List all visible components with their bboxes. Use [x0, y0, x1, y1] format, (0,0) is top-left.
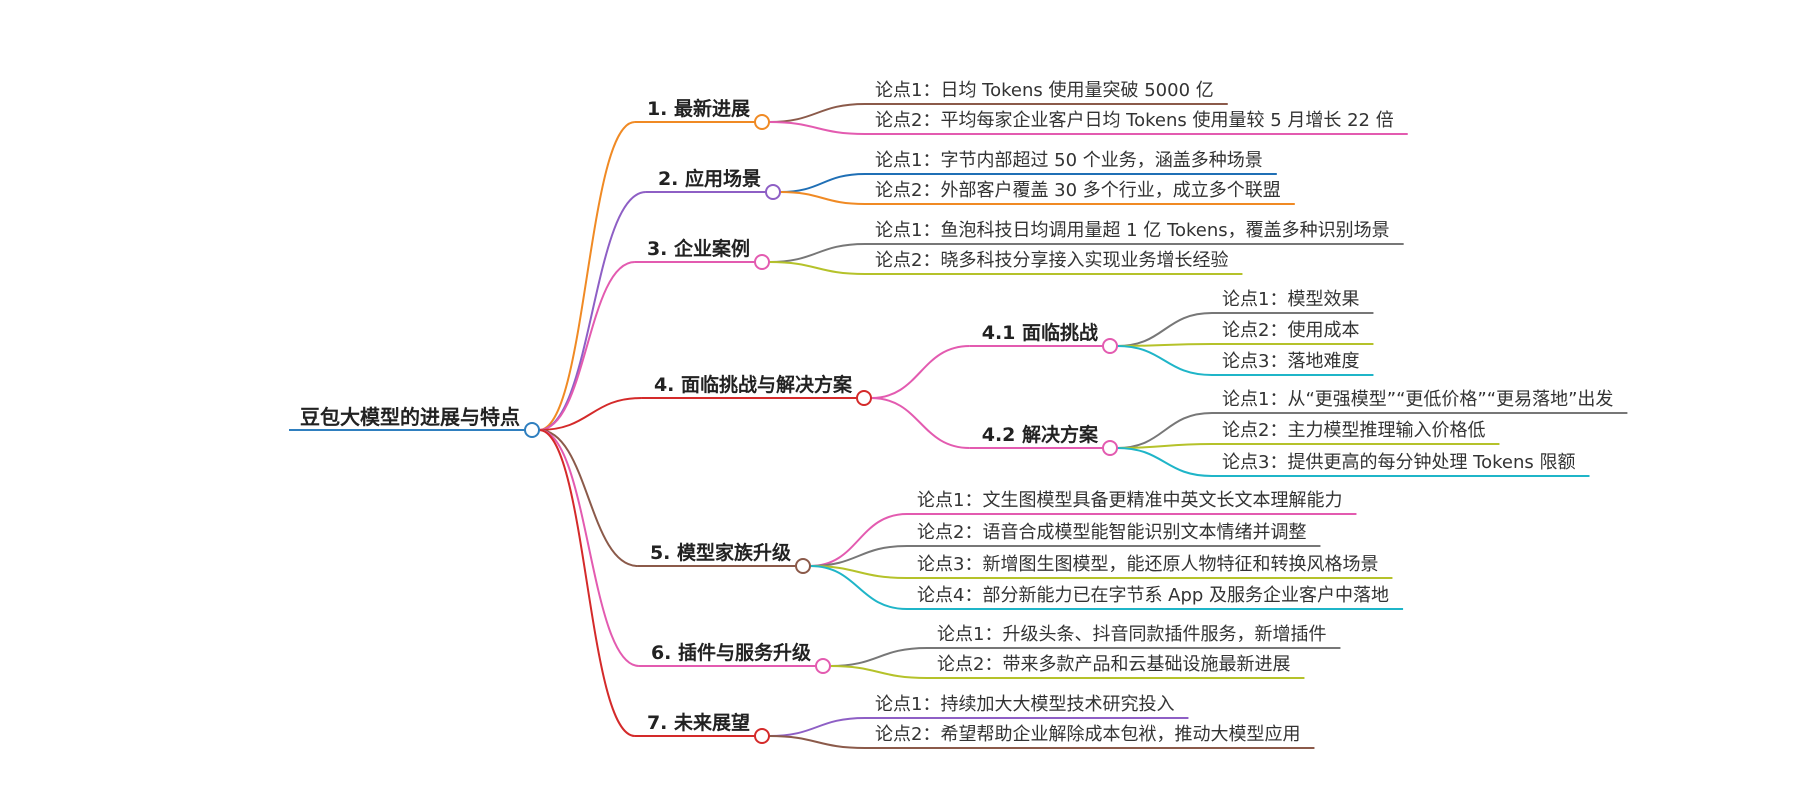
branch-collapse-knob-3[interactable] — [754, 254, 770, 270]
leaf-text: 论点2：带来多款产品和云基础设施最新进展 — [937, 654, 1290, 675]
branch-topic-5: 5. 模型家族升级 — [650, 541, 791, 564]
subtopic-edge-4-2 — [870, 397, 970, 449]
branch-collapse-knob-5[interactable] — [795, 558, 811, 574]
leaf-text: 论点4：部分新能力已在字节系 App 及服务企业客户中落地 — [917, 585, 1389, 606]
subtopic-4-1: 4.1 面临挑战 — [982, 321, 1098, 344]
leaf-edge — [809, 565, 908, 610]
root-collapse-knob[interactable] — [524, 422, 540, 438]
branch-collapse-knob-7[interactable] — [754, 728, 770, 744]
leaf-edge — [779, 173, 866, 193]
branch-edge-1 — [538, 121, 636, 431]
leaf-text: 论点1：文生图模型具备更精准中英文长文本理解能力 — [917, 490, 1342, 511]
mindmap-underlines — [289, 103, 1628, 749]
branch-collapse-knob-1[interactable] — [754, 114, 770, 130]
branch-topic-7: 7. 未来展望 — [647, 711, 750, 734]
subtopic-4-2: 4.2 解决方案 — [982, 423, 1099, 446]
branch-topic-6: 6. 插件与服务升级 — [651, 641, 811, 664]
leaf-text: 论点3：新增图生图模型，能还原人物特征和转换风格场景 — [917, 554, 1378, 575]
leaf-text: 论点1：鱼泡科技日均调用量超 1 亿 Tokens，覆盖多种识别场景 — [875, 220, 1390, 241]
leaf-edge — [779, 191, 866, 205]
leaf-edge — [768, 261, 866, 275]
leaf-edge — [1116, 447, 1213, 477]
leaf-text: 论点2：希望帮助企业解除成本包袱，推动大模型应用 — [875, 724, 1300, 745]
branch-edge-4 — [538, 397, 642, 431]
leaf-edge — [768, 243, 866, 263]
branch-topic-2: 2. 应用场景 — [658, 167, 761, 190]
leaf-edge — [809, 545, 908, 567]
leaf-text: 论点1：日均 Tokens 使用量突破 5000 亿 — [875, 80, 1214, 101]
mindmap-knobs — [524, 114, 1118, 744]
branch-collapse-knob-4[interactable] — [856, 390, 872, 406]
mindmap-labels: 豆包大模型的进展与特点 1. 最新进展 论点1：日均 Tokens 使用量突破 50… — [300, 80, 1613, 745]
leaf-text: 论点1：字节内部超过 50 个业务，涵盖多种场景 — [875, 150, 1263, 171]
subtopic-edge-4-1 — [870, 345, 970, 399]
leaf-edge — [768, 717, 866, 737]
leaf-text: 论点1：升级头条、抖音同款插件服务，新增插件 — [937, 624, 1326, 645]
branch-topic-1: 1. 最新进展 — [647, 97, 750, 120]
leaf-text: 论点2：主力模型推理输入价格低 — [1222, 420, 1485, 441]
leaf-text: 论点3：落地难度 — [1222, 351, 1359, 372]
leaf-edge — [768, 121, 866, 135]
leaf-edge — [1116, 312, 1213, 347]
mindmap-edges — [538, 103, 1213, 749]
branch-edge-6 — [538, 429, 640, 667]
leaf-edge — [1116, 345, 1213, 376]
branch-topic-4: 4. 面临挑战与解决方案 — [654, 373, 853, 396]
leaf-text: 论点2：平均每家企业客户日均 Tokens 使用量较 5 月增长 22 倍 — [875, 110, 1394, 131]
leaf-edge — [829, 665, 928, 679]
leaf-text: 论点2：晓多科技分享接入实现业务增长经验 — [875, 250, 1228, 271]
leaf-edge — [768, 103, 866, 123]
branch-topic-3: 3. 企业案例 — [647, 237, 750, 260]
branch-collapse-knob-6[interactable] — [815, 658, 831, 674]
leaf-edge — [809, 513, 908, 567]
branch-edge-3 — [538, 261, 636, 431]
leaf-text: 论点1：从“更强模型”“更低价格”“更易落地”出发 — [1222, 389, 1613, 410]
leaf-text: 论点3：提供更高的每分钟处理 Tokens 限额 — [1222, 452, 1576, 473]
branch-edge-7 — [538, 429, 636, 737]
leaf-edge — [768, 735, 866, 749]
branch-edge-2 — [538, 191, 647, 431]
leaf-edge — [829, 647, 928, 667]
branch-collapse-knob-2[interactable] — [765, 184, 781, 200]
leaf-edge — [1116, 412, 1213, 449]
leaf-text: 论点2：使用成本 — [1222, 320, 1359, 341]
subtopic-collapse-knob-4-2[interactable] — [1102, 440, 1118, 456]
leaf-text: 论点2：外部客户覆盖 30 多个行业，成立多个联盟 — [875, 180, 1281, 201]
subtopic-collapse-knob-4-1[interactable] — [1102, 338, 1118, 354]
leaf-text: 论点1：模型效果 — [1222, 289, 1359, 310]
leaf-text: 论点1：持续加大大模型技术研究投入 — [875, 694, 1174, 715]
leaf-text: 论点2：语音合成模型能智能识别文本情绪并调整 — [917, 522, 1306, 543]
branch-edge-5 — [538, 429, 638, 567]
root-topic: 豆包大模型的进展与特点 — [300, 405, 520, 429]
